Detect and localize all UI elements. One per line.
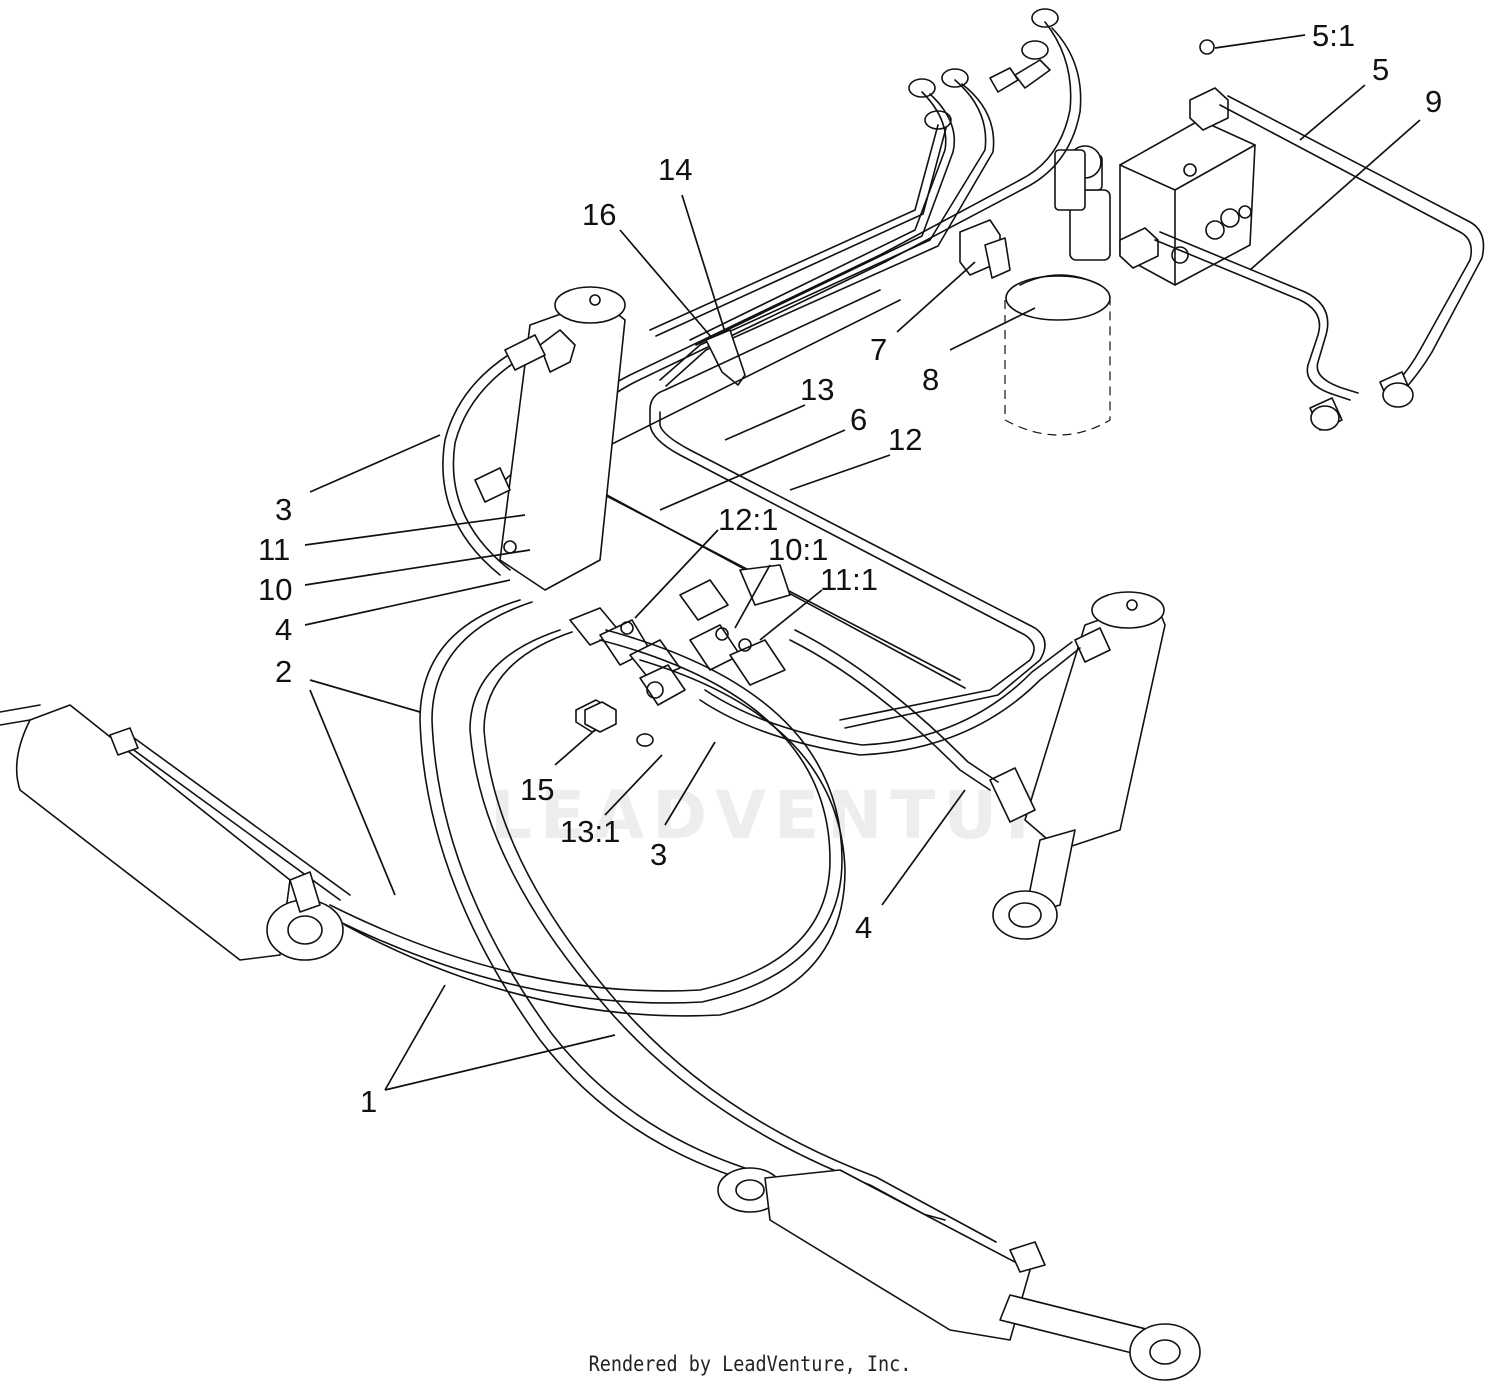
callout-13-1: 13:1 — [560, 814, 620, 849]
callout-16: 16 — [582, 197, 616, 232]
callout-12: 12 — [888, 422, 922, 457]
callout-3-lower: 3 — [650, 837, 667, 872]
callout-3-upper: 3 — [275, 492, 292, 527]
right-tubes — [1154, 39, 1485, 431]
upper-left-cylinder — [499, 286, 626, 591]
o-ring-13-1 — [636, 733, 654, 747]
callout-8: 8 — [922, 362, 939, 397]
callout-14: 14 — [658, 152, 692, 187]
valve-fittings — [908, 8, 1229, 279]
callout-4-left: 4 — [275, 612, 292, 647]
hex-nut — [584, 701, 617, 733]
small-parts — [584, 701, 654, 747]
callout-4-right: 4 — [855, 910, 872, 945]
footer-credit: Rendered by LeadVenture, Inc. — [588, 1352, 912, 1376]
right-cylinder — [989, 591, 1166, 940]
callouts: 5:1 5 9 14 16 7 8 13 6 12 3 11 10 4 2 12… — [258, 18, 1442, 1119]
callout-11-1: 11:1 — [820, 562, 878, 597]
left-hoses — [442, 334, 546, 576]
leader-lines — [304, 34, 1421, 1091]
hose-loops — [119, 599, 997, 1251]
callout-5: 5 — [1372, 52, 1389, 87]
callout-9: 9 — [1425, 84, 1442, 119]
valve-block — [1054, 119, 1256, 286]
callout-1: 1 — [360, 1084, 377, 1119]
bottom-cylinder — [717, 1167, 1201, 1381]
callout-10-1: 10:1 — [768, 532, 828, 567]
callout-6: 6 — [850, 402, 867, 437]
callout-10: 10 — [258, 572, 292, 607]
callout-15: 15 — [520, 772, 554, 807]
callout-5-1: 5:1 — [1312, 18, 1355, 53]
callout-2: 2 — [275, 654, 292, 689]
hydraulic-filter — [1004, 274, 1111, 436]
lower-left-cylinder — [0, 704, 344, 961]
callout-7: 7 — [870, 332, 887, 367]
tube-clamp — [705, 329, 746, 386]
callout-12-1: 12:1 — [718, 502, 778, 537]
callout-13: 13 — [800, 372, 834, 407]
right-hoses — [699, 629, 1081, 791]
callout-11: 11 — [258, 532, 290, 567]
